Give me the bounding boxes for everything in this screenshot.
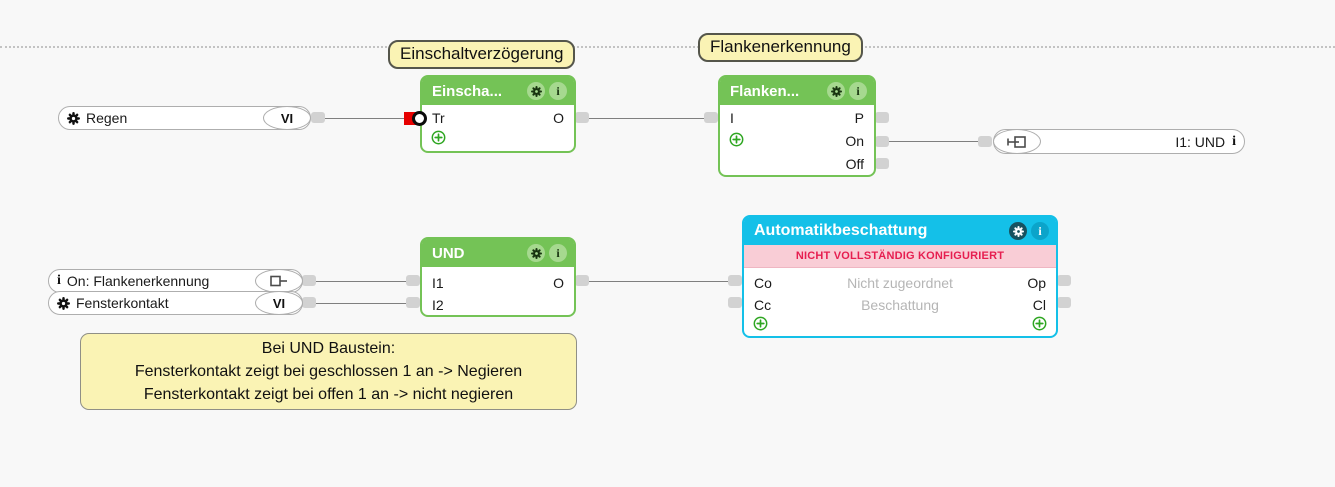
input-ref-label: Regen (86, 110, 128, 126)
note-line: Bei UND Baustein: (261, 340, 396, 357)
info-icon[interactable]: i (1031, 222, 1049, 240)
wire-on-to-output-ref[interactable] (889, 141, 979, 142)
note-line: Fensterkontakt zeigt bei geschlossen 1 a… (134, 363, 523, 380)
connector-und-i1[interactable] (406, 275, 420, 286)
vi-badge: VI (255, 291, 303, 315)
negation-circle[interactable] (412, 111, 427, 126)
info-icon[interactable]: i (549, 244, 567, 262)
port-tr: Tr (432, 110, 445, 126)
connector-und-i2[interactable] (406, 297, 420, 308)
port-i: I (730, 110, 734, 126)
input-ref-fensterkontakt[interactable]: Fensterkontakt VI (48, 291, 303, 315)
block-und[interactable]: UND i I1 O I2 (420, 237, 576, 317)
port-off: Off (845, 156, 864, 172)
connector-flanken-off[interactable] (875, 158, 889, 169)
connector-fensterkontakt-out[interactable] (302, 297, 316, 308)
comment-label-flankenerkennung[interactable]: Flankenerkennung (698, 33, 863, 62)
port-p: P (854, 110, 864, 126)
connector-und-o[interactable] (575, 275, 589, 286)
input-ref-label: On: Flankenerkennung (66, 273, 210, 289)
add-input-icon[interactable] (729, 132, 744, 147)
input-ref-on-flankenerkennung[interactable]: i On: Flankenerkennung (48, 269, 303, 293)
connector-onref-out[interactable] (302, 275, 316, 286)
gear-icon[interactable] (1009, 222, 1027, 240)
wire-undo-to-co[interactable] (589, 281, 729, 282)
assignment-text: Beschattung (861, 297, 939, 313)
port-i2: I2 (432, 297, 444, 313)
add-input-icon[interactable] (753, 316, 768, 331)
connector-beschattung-co[interactable] (728, 275, 742, 286)
block-einschaltverzoegerung[interactable]: Einscha... i Tr O (420, 75, 576, 153)
connector-flanken-on[interactable] (875, 136, 889, 147)
add-input-icon[interactable] (431, 130, 446, 145)
block-header: Einscha... i (422, 77, 574, 105)
port-o: O (553, 275, 564, 291)
block-title: Flanken... (730, 82, 800, 100)
output-ref-i1-und[interactable]: I1: UND i (993, 129, 1245, 154)
connector-regen-out[interactable] (311, 112, 325, 123)
block-title: Einscha... (432, 82, 503, 100)
connector-beschattung-op[interactable] (1057, 275, 1071, 286)
connector-beschattung-cl[interactable] (1057, 297, 1071, 308)
wire-fensterkontakt-to-i2[interactable] (316, 303, 407, 304)
wire-o-to-i[interactable] (589, 118, 705, 119)
block-title: Automatikbeschattung (754, 222, 928, 239)
info-icon[interactable]: i (549, 82, 567, 100)
output-ref-label: I1: UND (1175, 133, 1226, 150)
connector-flanken-p[interactable] (875, 112, 889, 123)
connector-einschalt-o[interactable] (575, 112, 589, 123)
port-on: On (845, 133, 864, 149)
note-line: Fensterkontakt zeigt bei offen 1 an -> n… (143, 386, 514, 403)
block-flankenerkennung[interactable]: Flanken... i I P On Off (718, 75, 876, 177)
gear-icon[interactable] (527, 82, 545, 100)
vi-badge: VI (263, 106, 311, 130)
comment-label-einschaltverzoegerung[interactable]: Einschaltverzögerung (388, 40, 576, 69)
connector-outputref-in[interactable] (978, 136, 992, 147)
input-reference-icon (993, 129, 1041, 154)
block-header: Flanken... i (720, 77, 874, 105)
gear-icon (67, 111, 80, 125)
gear-icon[interactable] (827, 82, 845, 100)
connector-flanken-i[interactable] (704, 112, 718, 123)
info-icon: i (1232, 133, 1236, 149)
page-divider-dotted-line (0, 46, 1335, 48)
port-cc: Cc (754, 297, 772, 313)
output-reference-icon (255, 269, 303, 293)
port-cl: Cl (1032, 297, 1046, 313)
block-header: UND i (422, 239, 574, 267)
port-co: Co (754, 275, 772, 291)
wire-regen-to-tr[interactable] (325, 118, 405, 119)
assignment-text: Nicht zugeordnet (847, 275, 953, 291)
port-o: O (553, 110, 564, 126)
comment-note-und-baustein[interactable]: Bei UND Baustein: Fensterkontakt zeigt b… (80, 333, 577, 410)
port-op: Op (1027, 275, 1046, 291)
connector-beschattung-cc[interactable] (728, 297, 742, 308)
block-title: UND (432, 244, 465, 262)
gear-icon (57, 296, 70, 310)
wire-onref-to-i1[interactable] (316, 281, 407, 282)
input-ref-regen[interactable]: Regen VI (58, 106, 311, 130)
port-i1: I1 (432, 275, 444, 291)
add-output-icon[interactable] (1032, 316, 1047, 331)
info-icon[interactable]: i (849, 82, 867, 100)
block-header: Automatikbeschattung i (744, 217, 1056, 245)
status-banner-not-configured: NICHT VOLLSTÄNDIG KONFIGURIERT (744, 245, 1056, 268)
info-icon: i (57, 273, 61, 288)
block-automatikbeschattung[interactable]: Automatikbeschattung i NICHT VOLLSTÄNDIG… (742, 215, 1058, 338)
input-ref-label: Fensterkontakt (76, 295, 169, 311)
gear-icon[interactable] (527, 244, 545, 262)
